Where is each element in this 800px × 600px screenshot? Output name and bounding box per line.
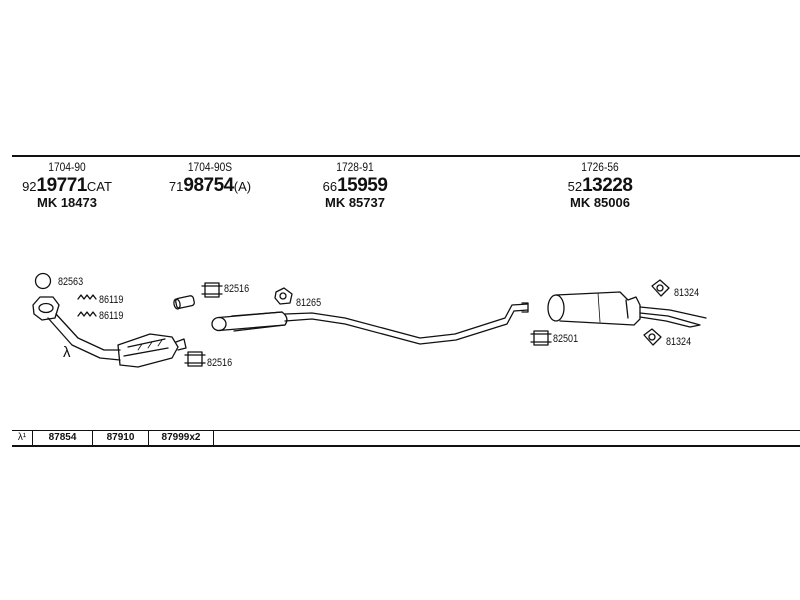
part-number: 6615959 (300, 176, 410, 195)
column-rear-silencer: 1726-56 5213228 MK 85006 (545, 161, 655, 209)
label-clamp: 82501 (553, 333, 579, 345)
parts-table: λ¹ 87854 87910 87999x2 (12, 430, 800, 447)
column-code: 1726-56 (581, 160, 619, 174)
part-prefix: 66 (322, 179, 338, 194)
rear-silencer (547, 291, 707, 328)
part-number: 5213228 (545, 176, 655, 195)
part-number: 9219771CAT (12, 176, 122, 195)
label-hanger: 81324 (674, 287, 700, 299)
part-number: 7198754(A) (150, 176, 270, 195)
table-symbol: λ¹ (12, 431, 33, 445)
label-spring: 86119 (99, 310, 124, 322)
label-ring-seal: 82563 (58, 276, 84, 288)
part-main: 19771 (36, 175, 88, 196)
clamp-icon (201, 282, 223, 298)
clamp-icon (184, 351, 206, 367)
table-cell: 87999x2 (149, 431, 214, 445)
catalytic-converter (32, 296, 187, 368)
column-code: 1704-90 (48, 160, 86, 174)
column-code: 1704-90S (187, 160, 233, 174)
spring-icon (77, 294, 97, 300)
hanger-icon (651, 279, 670, 297)
part-main: 98754 (183, 175, 234, 196)
mk-number: MK 18473 (37, 195, 97, 210)
table-cell: 87910 (93, 431, 149, 445)
ring-seal-icon (34, 272, 52, 290)
part-main: 15959 (337, 175, 388, 196)
column-middle-silencer: 1728-91 6615959 MK 85737 (300, 161, 410, 209)
part-prefix: 52 (567, 179, 583, 194)
hanger-icon (643, 328, 662, 346)
label-gasket: 81265 (296, 297, 322, 309)
spring-icon (77, 311, 97, 317)
clamp-icon (530, 330, 552, 346)
pipe-sleeve (173, 295, 195, 310)
label-clamp: 82516 (224, 283, 250, 295)
part-main: 13228 (582, 175, 633, 196)
part-prefix: 92 (22, 179, 37, 194)
label-spring: 86119 (99, 294, 124, 306)
column-catalytic-converter-alt: 1704-90S 7198754(A) (150, 161, 270, 196)
mk-number: MK 85006 (570, 195, 630, 210)
middle-silencer (211, 302, 529, 345)
label-clamp: 82516 (207, 357, 233, 369)
gasket-icon (274, 287, 293, 305)
part-suffix: CAT (86, 179, 112, 194)
part-suffix: (A) (233, 179, 252, 194)
column-catalytic-converter: 1704-90 9219771CAT MK 18473 (12, 161, 122, 209)
header-divider-line (12, 155, 800, 157)
label-hanger: 81324 (666, 336, 692, 348)
mk-number: MK 85737 (325, 195, 385, 210)
part-prefix: 71 (168, 179, 184, 194)
lambda-sensor-symbol: λ (63, 344, 71, 361)
table-cell: 87854 (33, 431, 93, 445)
column-code: 1728-91 (336, 160, 374, 174)
